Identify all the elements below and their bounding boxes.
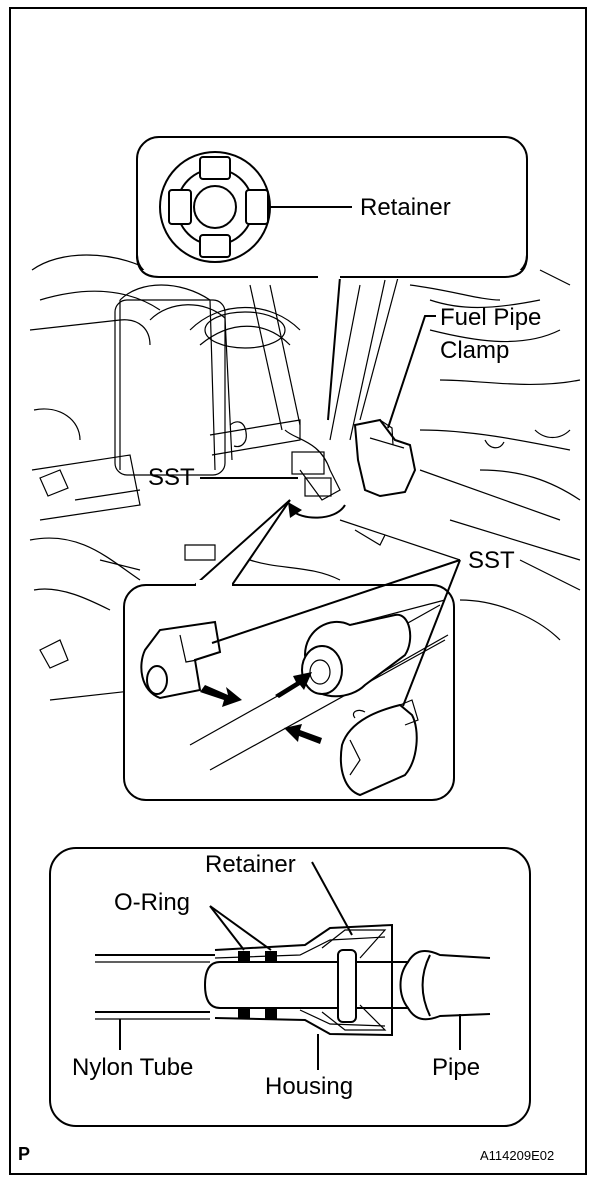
label-fuel-pipe-clamp-line1: Fuel Pipe [440,304,541,331]
o-ring-bottom-1 [238,1008,250,1019]
arrow-left-clip [200,685,242,707]
o-ring-top-1 [238,951,250,962]
retainer-inner [321,929,387,959]
retainer-tab-top [199,156,231,180]
inset-middle-pointer [192,499,291,586]
arrow-right-clip [284,724,322,744]
o-ring-top-2 [265,951,277,962]
inset-box-bottom [49,847,531,1127]
o-ring-bottom-2 [265,1008,277,1019]
label-sst-right: SST [468,547,515,574]
retainer-bottom-leader [311,861,353,936]
rotation-arrow-head [288,502,302,518]
label-pipe: Pipe [432,1054,480,1081]
o-ring-leader-2 [209,905,272,951]
label-nylon-tube: Nylon Tube [72,1054,193,1081]
label-housing: Housing [265,1073,353,1100]
o-ring-leader-1 [209,905,245,951]
retainer-tab-bottom [199,234,231,258]
housing-outline [214,923,393,1037]
engine-bay-illustration [29,254,581,701]
retainer-ring [337,949,357,1023]
retainer-tab-right [245,189,269,225]
sst-right-leader-1 [211,559,461,644]
retainer-tab-left [168,189,192,225]
sst-right-leader-2 [402,559,461,707]
sst-removal-detail-inset: SST [123,499,515,801]
label-sst-left: SST [148,464,195,491]
label-o-ring: O-Ring [114,889,190,916]
label-retainer-top: Retainer [360,194,451,221]
fuel-pipe-clamp-leader [387,315,436,429]
arrow-connector [275,672,312,698]
outer-frame [9,7,587,1175]
sst-clip-right [340,703,418,797]
inset-top-pointer [318,276,342,421]
retainer-end-view-inset: Retainer [136,136,529,421]
label-fuel-pipe-clamp-line2: Clamp [440,337,509,364]
corner-letter: P [18,1144,30,1164]
label-retainer-bottom: Retainer [205,851,296,878]
figure-code: A114209E02 [480,1148,554,1163]
sst-left-callout: SST [148,464,346,519]
quick-connector-cross-section: Retainer O-Ring Nylon Tube Housing Pipe [49,847,531,1127]
fuel-pipe-clamp-callout: Fuel Pipe Clamp [387,304,541,429]
